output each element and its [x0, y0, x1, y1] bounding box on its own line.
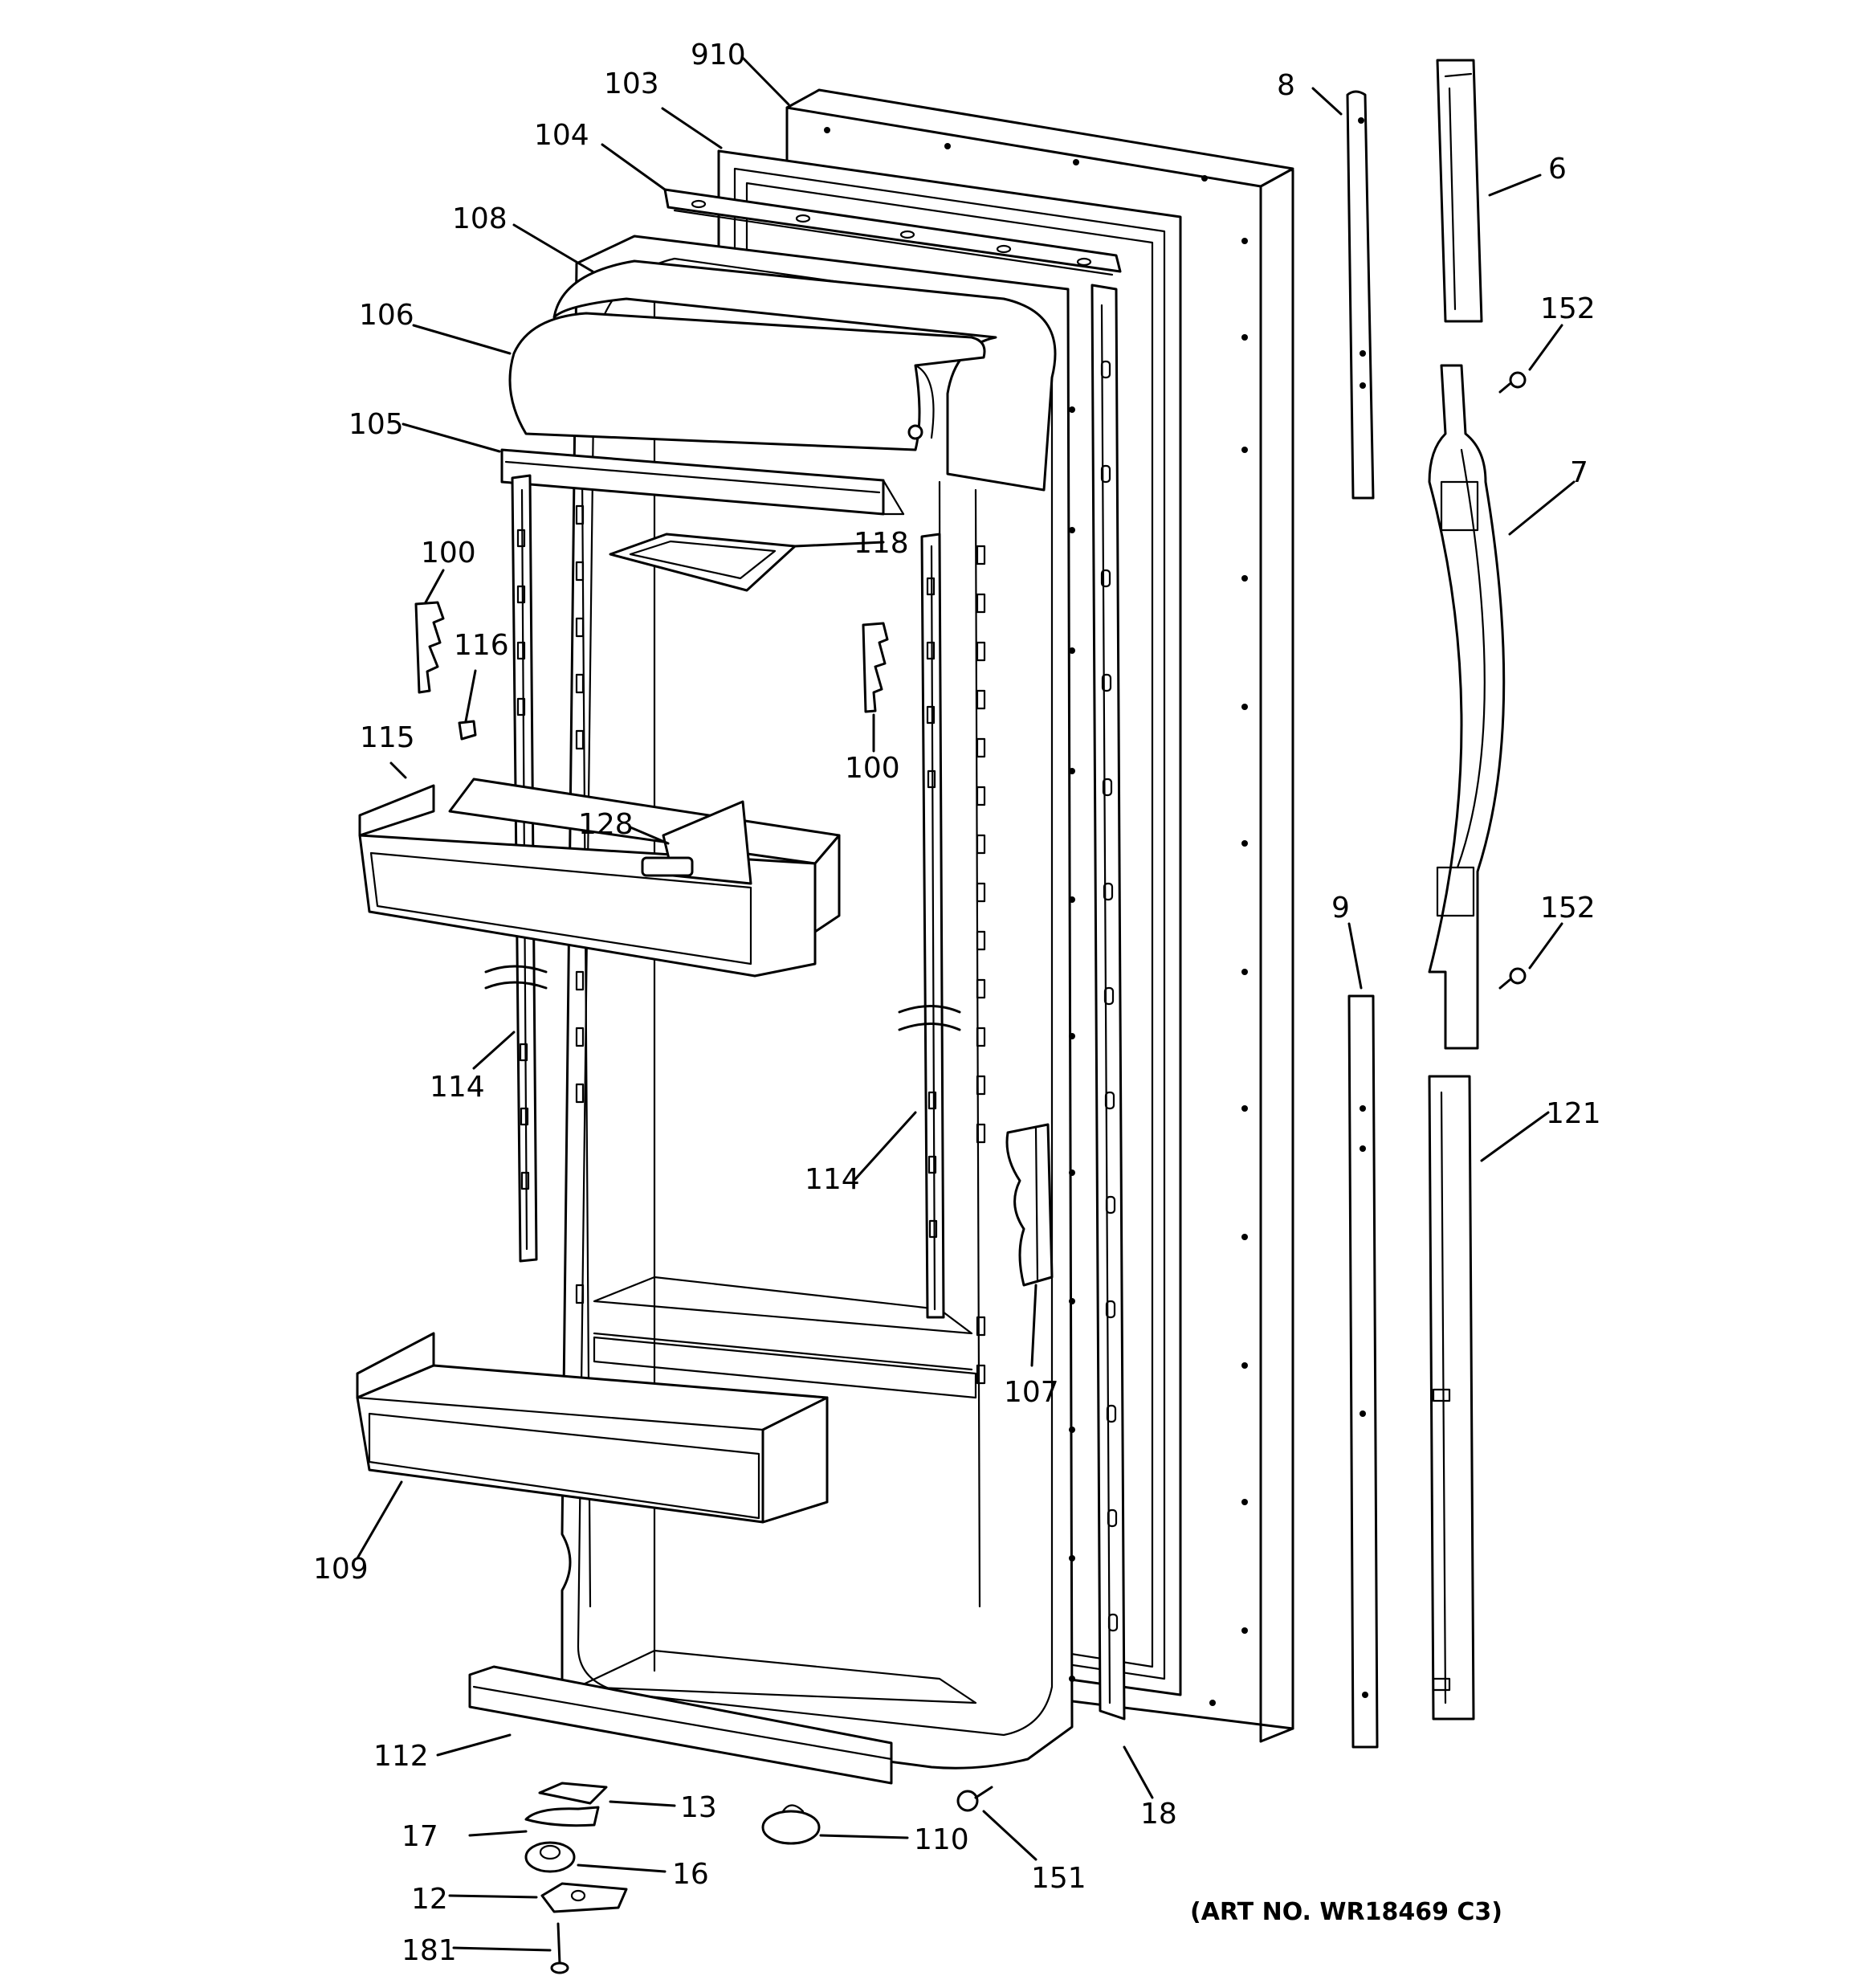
- label-116: 116: [454, 629, 509, 662]
- label-9: 9: [1331, 892, 1350, 925]
- hinge-bracket-12: [540, 1882, 628, 1913]
- label-115: 115: [360, 721, 415, 754]
- hinge-side-strip-18: [1090, 284, 1126, 1721]
- top-liner-cap-108: [552, 259, 1057, 492]
- top-cap-104: [663, 188, 1122, 276]
- label-8: 8: [1277, 69, 1295, 102]
- label-16: 16: [672, 1858, 709, 1891]
- label-108: 108: [452, 202, 508, 235]
- label-114-left: 114: [430, 1071, 485, 1104]
- label-7: 7: [1570, 456, 1588, 489]
- leader-lines: [356, 56, 1576, 1952]
- pin-116: [458, 720, 477, 741]
- handle-7: [1428, 364, 1506, 1050]
- label-100-right: 100: [845, 752, 900, 785]
- liner-slots-right: [976, 545, 986, 1385]
- label-181: 181: [402, 1934, 457, 1967]
- liner-edge-holes: [1069, 406, 1075, 1682]
- door-bin-109: [356, 1332, 829, 1524]
- label-107: 107: [1004, 1376, 1059, 1409]
- label-105: 105: [349, 408, 404, 441]
- hinge-bushing-16: [524, 1841, 576, 1873]
- label-109: 109: [313, 1553, 369, 1586]
- label-112: 112: [373, 1740, 429, 1773]
- liner-slots-left: [575, 504, 585, 1304]
- label-128: 128: [578, 808, 634, 841]
- label-106: 106: [359, 299, 414, 332]
- label-118: 118: [854, 527, 909, 560]
- screw-152-lower: [1498, 967, 1527, 990]
- label-6: 6: [1548, 153, 1567, 186]
- side-rail-121: [1428, 1075, 1475, 1721]
- screw-181: [550, 1922, 569, 1974]
- label-18: 18: [1140, 1798, 1177, 1831]
- label-17: 17: [402, 1820, 438, 1853]
- screw-151: [956, 1786, 993, 1812]
- cover-110: [761, 1804, 821, 1845]
- label-110: 110: [914, 1823, 969, 1856]
- shelf-clip-100-right: [862, 622, 889, 713]
- label-121: 121: [1546, 1097, 1601, 1130]
- callout-labels: 910 103 104 108 106 105 100 116 118 100 …: [313, 39, 1601, 1967]
- screw-152-upper: [1498, 371, 1527, 394]
- label-910: 910: [691, 39, 746, 71]
- label-100-left: 100: [421, 537, 476, 569]
- hinge-shim-17: [524, 1806, 600, 1827]
- side-trim-8: [1346, 90, 1375, 500]
- label-13: 13: [680, 1791, 717, 1824]
- handle-cap-6: [1436, 59, 1483, 323]
- hinge-plate-13: [538, 1782, 608, 1805]
- side-trim-9: [1347, 994, 1379, 1749]
- label-12: 12: [411, 1883, 448, 1916]
- hinge-bracket-107: [1005, 1123, 1054, 1287]
- bottom-trim-112: [468, 1665, 893, 1785]
- gasket-slots: [1100, 360, 1119, 1632]
- shelf-rail-114-right: [898, 533, 961, 1319]
- panel-screw-holes: [824, 127, 1248, 1706]
- label-151: 151: [1031, 1862, 1086, 1895]
- dairy-door-106: [508, 312, 986, 451]
- label-114-right: 114: [805, 1163, 860, 1196]
- label-152-lower: 152: [1540, 892, 1596, 925]
- label-103: 103: [604, 67, 659, 100]
- dairy-base-105: [500, 448, 905, 516]
- shelf-clip-100-left: [414, 601, 445, 694]
- label-152-upper: 152: [1540, 292, 1596, 325]
- door-bin-115: [358, 778, 841, 978]
- label-104: 104: [534, 119, 589, 152]
- art-number: (ART NO. WR18469 C3): [1190, 1898, 1502, 1926]
